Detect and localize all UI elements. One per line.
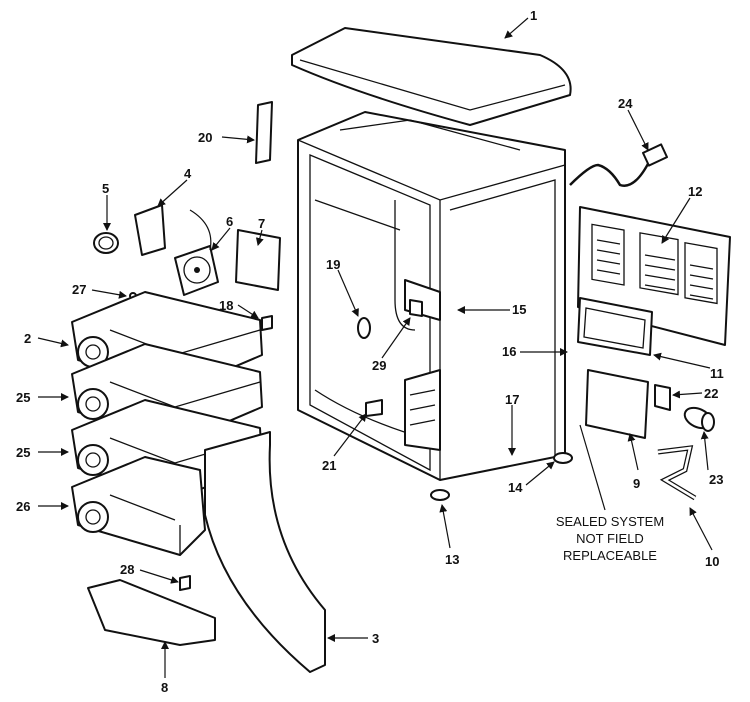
part-clip: [261, 315, 273, 331]
callout-13: 13: [445, 552, 459, 567]
part-leveling-foot: [430, 489, 450, 501]
callout-15: 15: [512, 302, 526, 317]
callout-17: 17: [505, 392, 519, 407]
part-foot: [553, 452, 573, 464]
part-relay: [654, 384, 671, 411]
note-line-2: NOT FIELD: [576, 531, 644, 546]
callout-25b: 25: [16, 445, 30, 460]
part-fan-motor: [174, 209, 219, 296]
part-fan-ring: [93, 232, 119, 254]
callout-2: 2: [24, 331, 31, 346]
note-line-3: REPLACEABLE: [563, 548, 657, 563]
callout-14: 14: [508, 480, 523, 495]
callout-7: 7: [258, 216, 265, 231]
part-drawer-stack: [71, 291, 263, 556]
callout-22: 22: [704, 386, 718, 401]
note-line-1: SEALED SYSTEM: [556, 514, 664, 529]
part-control-panel: [235, 229, 281, 291]
callout-11: 11: [710, 366, 724, 381]
part-plate: [577, 297, 653, 356]
part-light-socket: [357, 317, 371, 339]
callout-25a: 25: [16, 390, 30, 405]
callout-12: 12: [688, 184, 702, 199]
sealed-system-note: SEALED SYSTEM NOT FIELD REPLACEABLE: [556, 514, 664, 563]
part-capacitor: [683, 406, 715, 432]
callout-5: 5: [102, 181, 109, 196]
part-fan-bracket: [134, 204, 166, 256]
part-control-board: [585, 369, 649, 439]
callout-19: 19: [326, 257, 340, 272]
callout-26: 26: [16, 499, 30, 514]
callout-23: 23: [709, 472, 723, 487]
callout-27: 27: [72, 282, 86, 297]
callout-18: 18: [219, 298, 233, 313]
callout-20: 20: [198, 130, 212, 145]
part-door-liner: [204, 431, 326, 673]
callout-1: 1: [530, 8, 537, 23]
callout-10: 10: [705, 554, 719, 569]
part-top-cover: [291, 27, 572, 126]
callout-24: 24: [618, 96, 633, 111]
part-bracket: [255, 101, 273, 164]
callout-29: 29: [372, 358, 386, 373]
callout-16: 16: [502, 344, 516, 359]
callout-28: 28: [120, 562, 134, 577]
part-small-clip: [179, 575, 191, 591]
callout-4: 4: [184, 166, 192, 181]
callout-9: 9: [633, 476, 640, 491]
callout-labels: 1 2 3 4 5 6 7 8 9 10 11 12 13 14 15 16 1…: [16, 8, 724, 695]
part-cabinet: [297, 111, 566, 481]
part-kick-plate: [87, 579, 216, 646]
leader-lines: [37, 17, 713, 678]
callout-6: 6: [226, 214, 233, 229]
part-power-cord: [569, 143, 669, 187]
callout-8: 8: [161, 680, 168, 695]
callout-3: 3: [372, 631, 379, 646]
callout-21: 21: [322, 458, 336, 473]
